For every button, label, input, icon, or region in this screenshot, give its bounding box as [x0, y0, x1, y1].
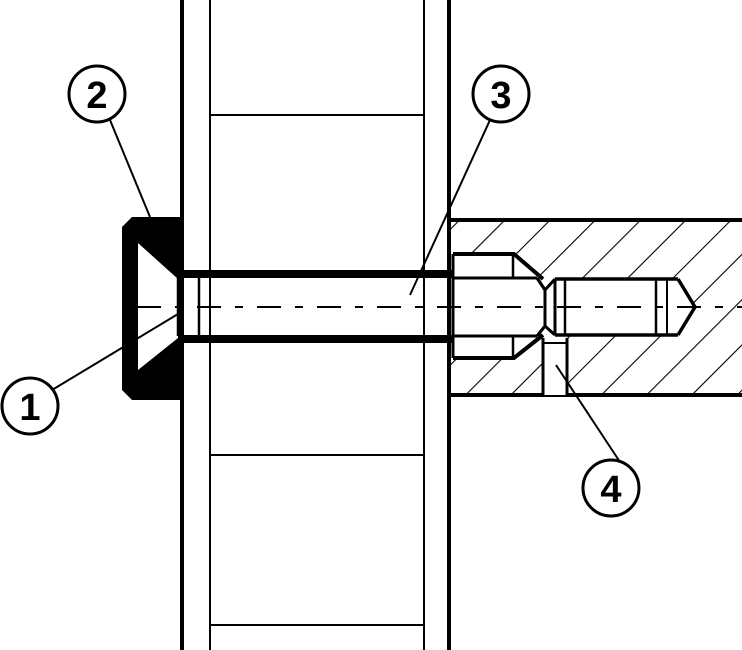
callout-4: 4 [581, 458, 641, 518]
callout-label: 3 [490, 75, 511, 117]
screw [176, 252, 698, 395]
callout-2: 2 [67, 64, 127, 124]
cover-cap [122, 217, 182, 400]
panel [180, 0, 451, 650]
callout-label: 2 [86, 75, 107, 117]
callout-label: 4 [600, 469, 621, 511]
callout-3: 3 [471, 64, 531, 124]
callout-1: 1 [0, 376, 60, 436]
callout-label: 1 [19, 387, 40, 429]
leader-lines [51, 119, 621, 463]
